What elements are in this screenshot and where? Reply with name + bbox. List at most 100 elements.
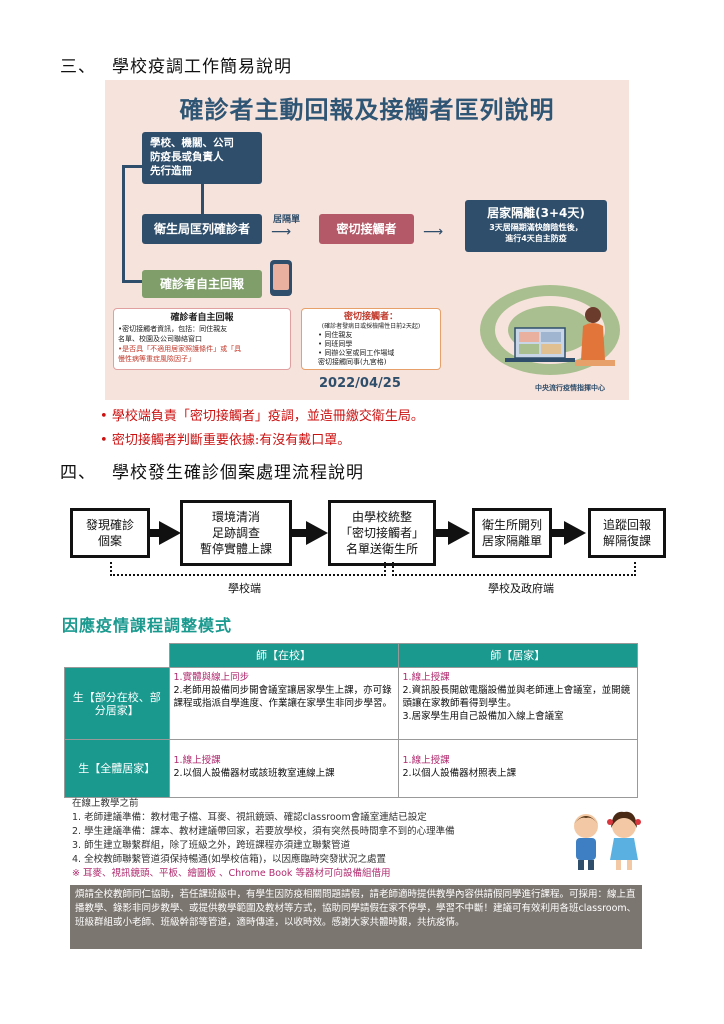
row-header-partial: 生【部分在校、部分居家】 <box>64 667 170 740</box>
note-line: • 同辦公室或同工作場域 <box>318 349 395 357</box>
flow-step-line: 由學校統整 <box>351 510 412 524</box>
flow-step-1: 發現確診 個案 <box>70 508 150 558</box>
cell-line: 1.線上授課 <box>173 755 221 766</box>
infographic-date: 2022/04/25 <box>319 376 401 391</box>
section-3-heading: 三、學校疫調工作簡易說明 <box>60 52 292 77</box>
flow-step-line: 解隔復課 <box>602 534 651 548</box>
school-register-box: 學校、機關、公司 防疫長或負責人 先行造冊 <box>142 132 262 184</box>
table-row: 師【在校】 師【居家】 <box>64 643 638 668</box>
column-header-teacher-school: 師【在校】 <box>168 643 399 668</box>
arrow-right-icon <box>306 521 328 545</box>
table-cell: 1.線上授課 2.以個人設備器材照表上課 <box>397 739 638 798</box>
arrow-right-icon: ⟶ <box>271 224 292 240</box>
flow-step-line: 暫停實體上課 <box>199 542 272 556</box>
course-mode-table: 師【在校】 師【居家】 生【部分在校、部分居家】 1.實體與線上同步 2.老師用… <box>64 643 638 798</box>
school-box-line: 先行造冊 <box>150 165 192 177</box>
note-line: •是否具「不適用居家照護條件」或「具 <box>118 345 242 353</box>
row-header-all-home: 生【全體居家】 <box>64 739 170 798</box>
isolation-notice-label: 居隔單 <box>273 215 301 225</box>
section-4-number: 四、 <box>60 463 96 483</box>
flow-step-2: 環境清消 足跡調查 暫停實體上課 <box>180 500 292 566</box>
school-side-label: 學校端 <box>228 582 261 595</box>
course-adjustment-title: 因應疫情課程調整模式 <box>62 616 233 635</box>
arrow-right-icon <box>564 521 586 545</box>
close-contact-note: 密切接觸者： (確診者發病日或採檢陽性日前2天起) • 同住親友 • 同班同學 … <box>301 308 441 370</box>
quarantine-line: 3天居隔期滿快篩陰性後， <box>489 223 583 232</box>
self-report-note: 確診者自主回報 •密切接觸者資訊，包括：同住親友 名單、校園及公司聯絡窗口 •是… <box>113 308 291 370</box>
close-contact-box: 密切接觸者 <box>319 214 414 244</box>
bullet-item: • 學校端負責「密切接觸者」疫調，並造冊繳交衛生局。 <box>100 409 424 424</box>
section-4-heading: 四、學校發生確診個案處理流程說明 <box>60 458 364 483</box>
students-illustration <box>574 811 641 870</box>
cell-line: 2.老師用設備同步開會議室讓居家學生上課，亦可錄課程或指派自學進度、作業讓在家學… <box>173 685 393 709</box>
preparation-item: 1. 老師建議準備：教材電子檔、耳麥、視訊鏡頭、確認classroom會議室連結… <box>72 812 427 823</box>
flow-step-5: 追蹤回報 解隔復課 <box>588 508 666 558</box>
flow-arrow <box>436 529 450 537</box>
table-cell: 1.實體與線上同步 2.老師用設備同步開會議室讓居家學生上課，亦可錄課程或指派自… <box>168 667 399 740</box>
flow-step-3: 由學校統整 「密切接觸者」 名單送衛生所 <box>328 500 436 566</box>
table-corner <box>64 643 170 668</box>
preparation-title: 在線上教學之前 <box>72 798 139 809</box>
connector-line <box>122 165 125 282</box>
contact-tracing-infographic: 確診者主動回報及接觸者匡列說明 學校、機關、公司 防疫長或負責人 先行造冊 衛生… <box>105 80 629 400</box>
section-3-number: 三、 <box>60 57 96 77</box>
quarantine-title: 居家隔離(3+4天) <box>487 206 585 220</box>
cell-line: 2.資訊股長開啟電腦設備並與老師連上會議室，並開鏡頭讓在家教師看得到學生。 <box>402 685 631 709</box>
connector-line <box>201 184 204 214</box>
note-subtitle: (確診者發病日或採檢陽性日前2天起) <box>321 323 421 330</box>
bullet-text: 密切接觸者判斷重要依據:有沒有戴口罩。 <box>111 433 351 448</box>
flow-step-line: 衛生所開列 <box>481 518 542 532</box>
school-box-line: 學校、機關、公司 <box>150 137 234 149</box>
bullet-item: • 密切接觸者判斷重要依據:有沒有戴口罩。 <box>100 433 351 448</box>
preparation-item: 4. 全校教師聯繫管道須保持暢通(如學校信箱)，以因應臨時突發狀況之處置 <box>72 854 386 865</box>
table-cell: 1.線上授課 2.以個人設備器材或該班教室連線上課 <box>168 739 399 798</box>
bullet-text: 學校端負責「密切接觸者」疫調，並造冊繳交衛生局。 <box>111 409 424 424</box>
flow-step-line: 發現確診 <box>85 518 134 532</box>
school-box-line: 防疫長或負責人 <box>150 151 224 163</box>
cell-line: 2.以個人設備器材照表上課 <box>402 768 517 779</box>
cell-line: 1.實體與線上同步 <box>173 672 250 683</box>
connector-line <box>122 280 142 283</box>
section-3-title: 學校疫調工作簡易說明 <box>112 57 292 77</box>
remote-work-illustration <box>480 285 620 375</box>
quarantine-line: 進行4天自主防疫 <box>505 234 567 243</box>
preparation-list: 在線上教學之前 1. 老師建議準備：教材電子檔、耳麥、視訊鏡頭、確認classr… <box>72 797 592 881</box>
note-line: • 同住親友 <box>318 331 353 339</box>
flow-arrow <box>292 529 308 537</box>
note-line: 慢性病等重症風險因子」 <box>118 355 195 363</box>
flow-step-line: 個案 <box>97 534 122 548</box>
preparation-item: 3. 師生建立聯繫群組，除了班級之外，跨班課程亦須建立聯繫管道 <box>72 840 351 851</box>
flow-arrow <box>552 529 566 537</box>
infographic-source: 中央流行疫情指揮中心 <box>535 384 605 392</box>
flow-step-line: 足跡調查 <box>211 526 260 540</box>
infographic-title: 確診者主動回報及接觸者匡列說明 <box>179 96 555 124</box>
note-title: 確診者自主回報 <box>170 313 234 323</box>
note-line: • 同班同學 <box>318 340 353 348</box>
equipment-note: ※ 耳麥、視訊鏡頭、平板、繪圖板 、Chrome Book 等器材可向設備組借用 <box>72 868 391 879</box>
cell-line: 2.以個人設備器材或該班教室連線上課 <box>173 768 335 779</box>
arrow-right-icon: ⟶ <box>423 224 444 240</box>
flow-step-line: 名單送衛生所 <box>345 542 418 556</box>
note-line: 密切接觸同事(九宮格) <box>318 358 387 366</box>
flow-step-line: 「密切接觸者」 <box>339 526 424 540</box>
home-quarantine-box: 居家隔離(3+4天) 3天居隔期滿快篩陰性後， 進行4天自主防疫 <box>465 200 607 252</box>
self-report-box: 確診者自主回報 <box>142 270 262 298</box>
school-bracket <box>110 562 386 576</box>
health-bureau-box: 衛生局匡列確診者 <box>142 214 262 244</box>
arrow-right-icon <box>159 521 181 545</box>
flow-step-line: 追蹤回報 <box>602 518 651 532</box>
note-line: •密切接觸者資訊，包括：同住親友 <box>118 325 228 333</box>
flow-arrow <box>150 529 160 537</box>
section-4-title: 學校發生確診個案處理流程說明 <box>112 463 364 483</box>
phone-icon <box>270 260 292 296</box>
cell-line: 1.線上授課 <box>402 755 450 766</box>
cell-line: 1.線上授課 <box>402 672 450 683</box>
flow-step-line: 居家隔離單 <box>481 534 542 548</box>
preparation-item: 2. 學生建議準備：課本、教材建議帶回家，若要放學校，須有突然長時間拿不到的心理… <box>72 826 455 837</box>
note-line: 名單、校園及公司聯絡窗口 <box>118 335 202 343</box>
connector-line <box>122 165 142 168</box>
arrow-right-icon <box>448 521 470 545</box>
column-header-teacher-home: 師【居家】 <box>397 643 638 668</box>
government-side-label: 學校及政府端 <box>488 582 554 595</box>
government-bracket <box>392 562 636 576</box>
